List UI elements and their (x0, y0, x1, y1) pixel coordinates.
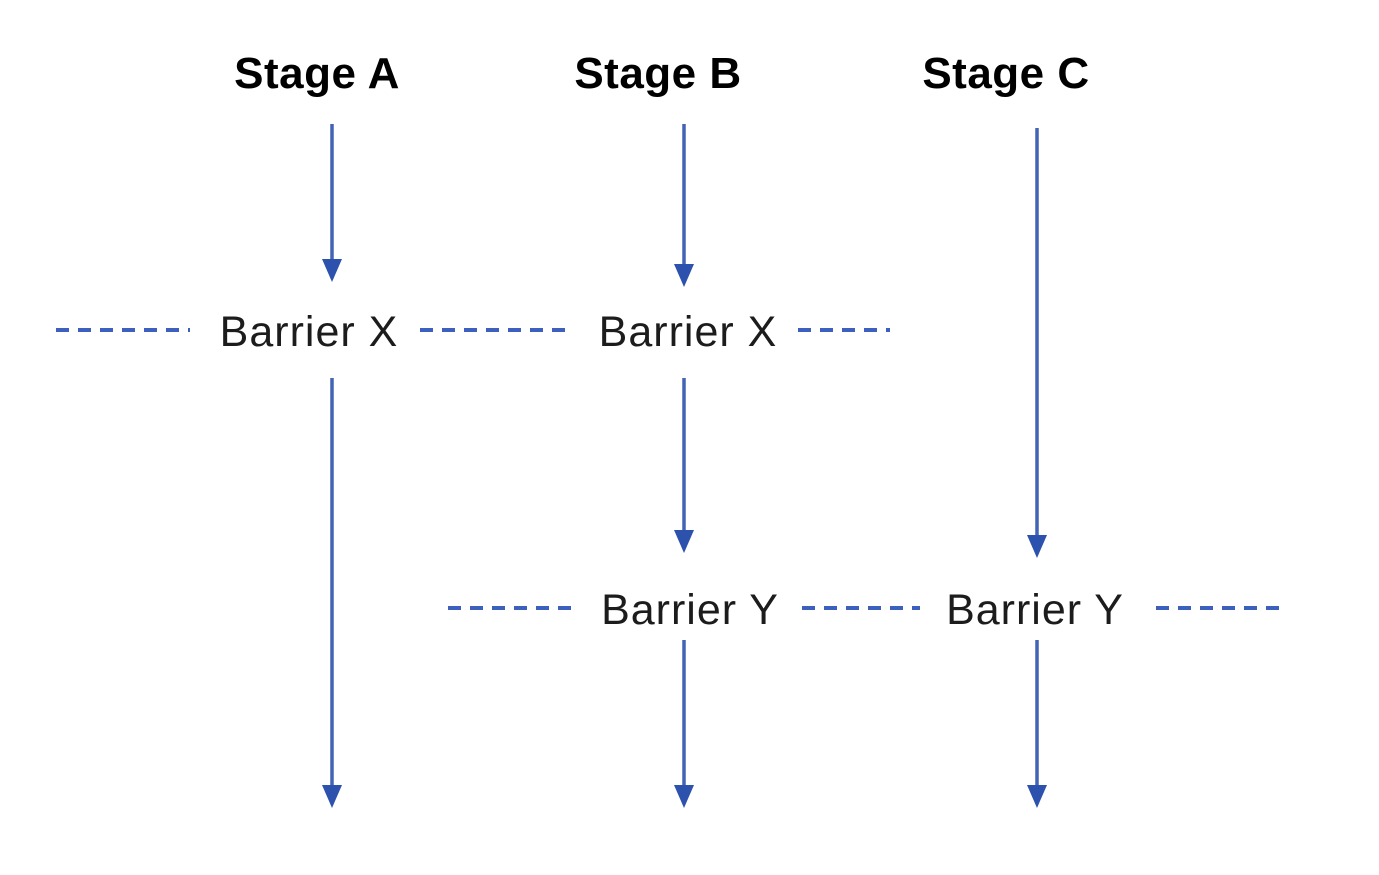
stage-c-arrowhead-icon-2 (1027, 785, 1047, 808)
stage-a-arrowhead-icon-1 (322, 259, 342, 282)
stage-a-arrowhead-icon-2 (322, 785, 342, 808)
stage-a-label: Stage A (234, 49, 400, 98)
stage-c-arrowhead-icon-1 (1027, 535, 1047, 558)
barrier-x-row-label-1: Barrier X (220, 308, 399, 356)
stage-b-arrowhead-icon-2 (674, 530, 694, 553)
stage-b-label: Stage B (574, 49, 741, 98)
barrier-y-row-label-2: Barrier Y (946, 586, 1124, 634)
stage-b-arrowhead-icon-1 (674, 264, 694, 287)
barrier-x-row-label-2: Barrier X (599, 308, 778, 356)
stage-b-arrowhead-icon-3 (674, 785, 694, 808)
barrier-y-row-label-1: Barrier Y (601, 586, 779, 634)
stage-c-label: Stage C (922, 49, 1089, 98)
